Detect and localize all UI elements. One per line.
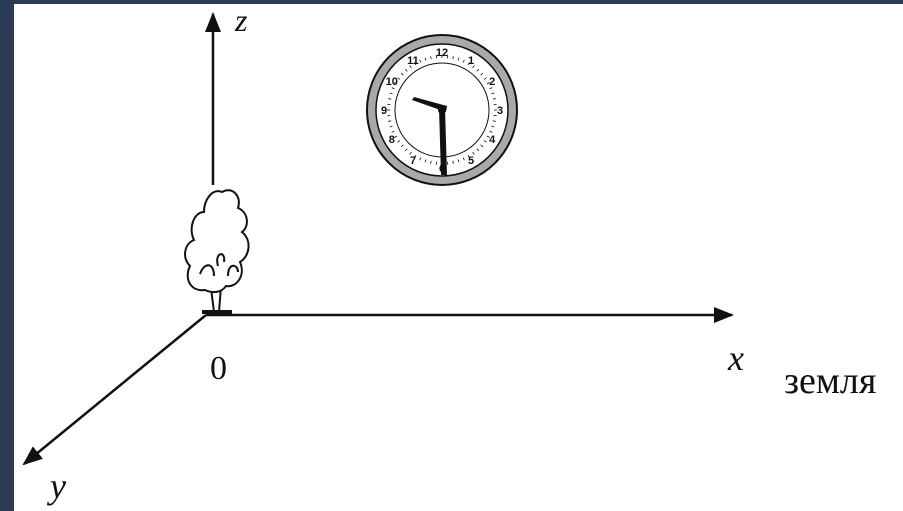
tree-icon — [185, 190, 249, 312]
clock-numeral: 9 — [381, 105, 387, 117]
clock-numeral: 11 — [407, 55, 419, 67]
clock-numeral: 4 — [489, 134, 496, 146]
clock-numeral: 7 — [410, 155, 416, 167]
z-axis-label: z — [235, 4, 247, 36]
clock-icon: 121234567891011 — [367, 35, 517, 185]
clock-numeral: 12 — [436, 47, 448, 59]
clock-numeral: 1 — [468, 55, 474, 67]
clock-numeral: 3 — [497, 105, 503, 117]
clock-numeral: 10 — [386, 76, 398, 88]
origin-label: 0 — [210, 352, 227, 386]
clock-numeral: 8 — [389, 134, 395, 146]
clock-numeral: 5 — [468, 155, 474, 167]
x-axis-label: x — [728, 340, 744, 376]
y-axis — [24, 315, 206, 464]
clock-numeral: 2 — [489, 76, 495, 88]
y-axis-label: y — [50, 468, 66, 504]
ground-label: земля — [784, 362, 876, 400]
